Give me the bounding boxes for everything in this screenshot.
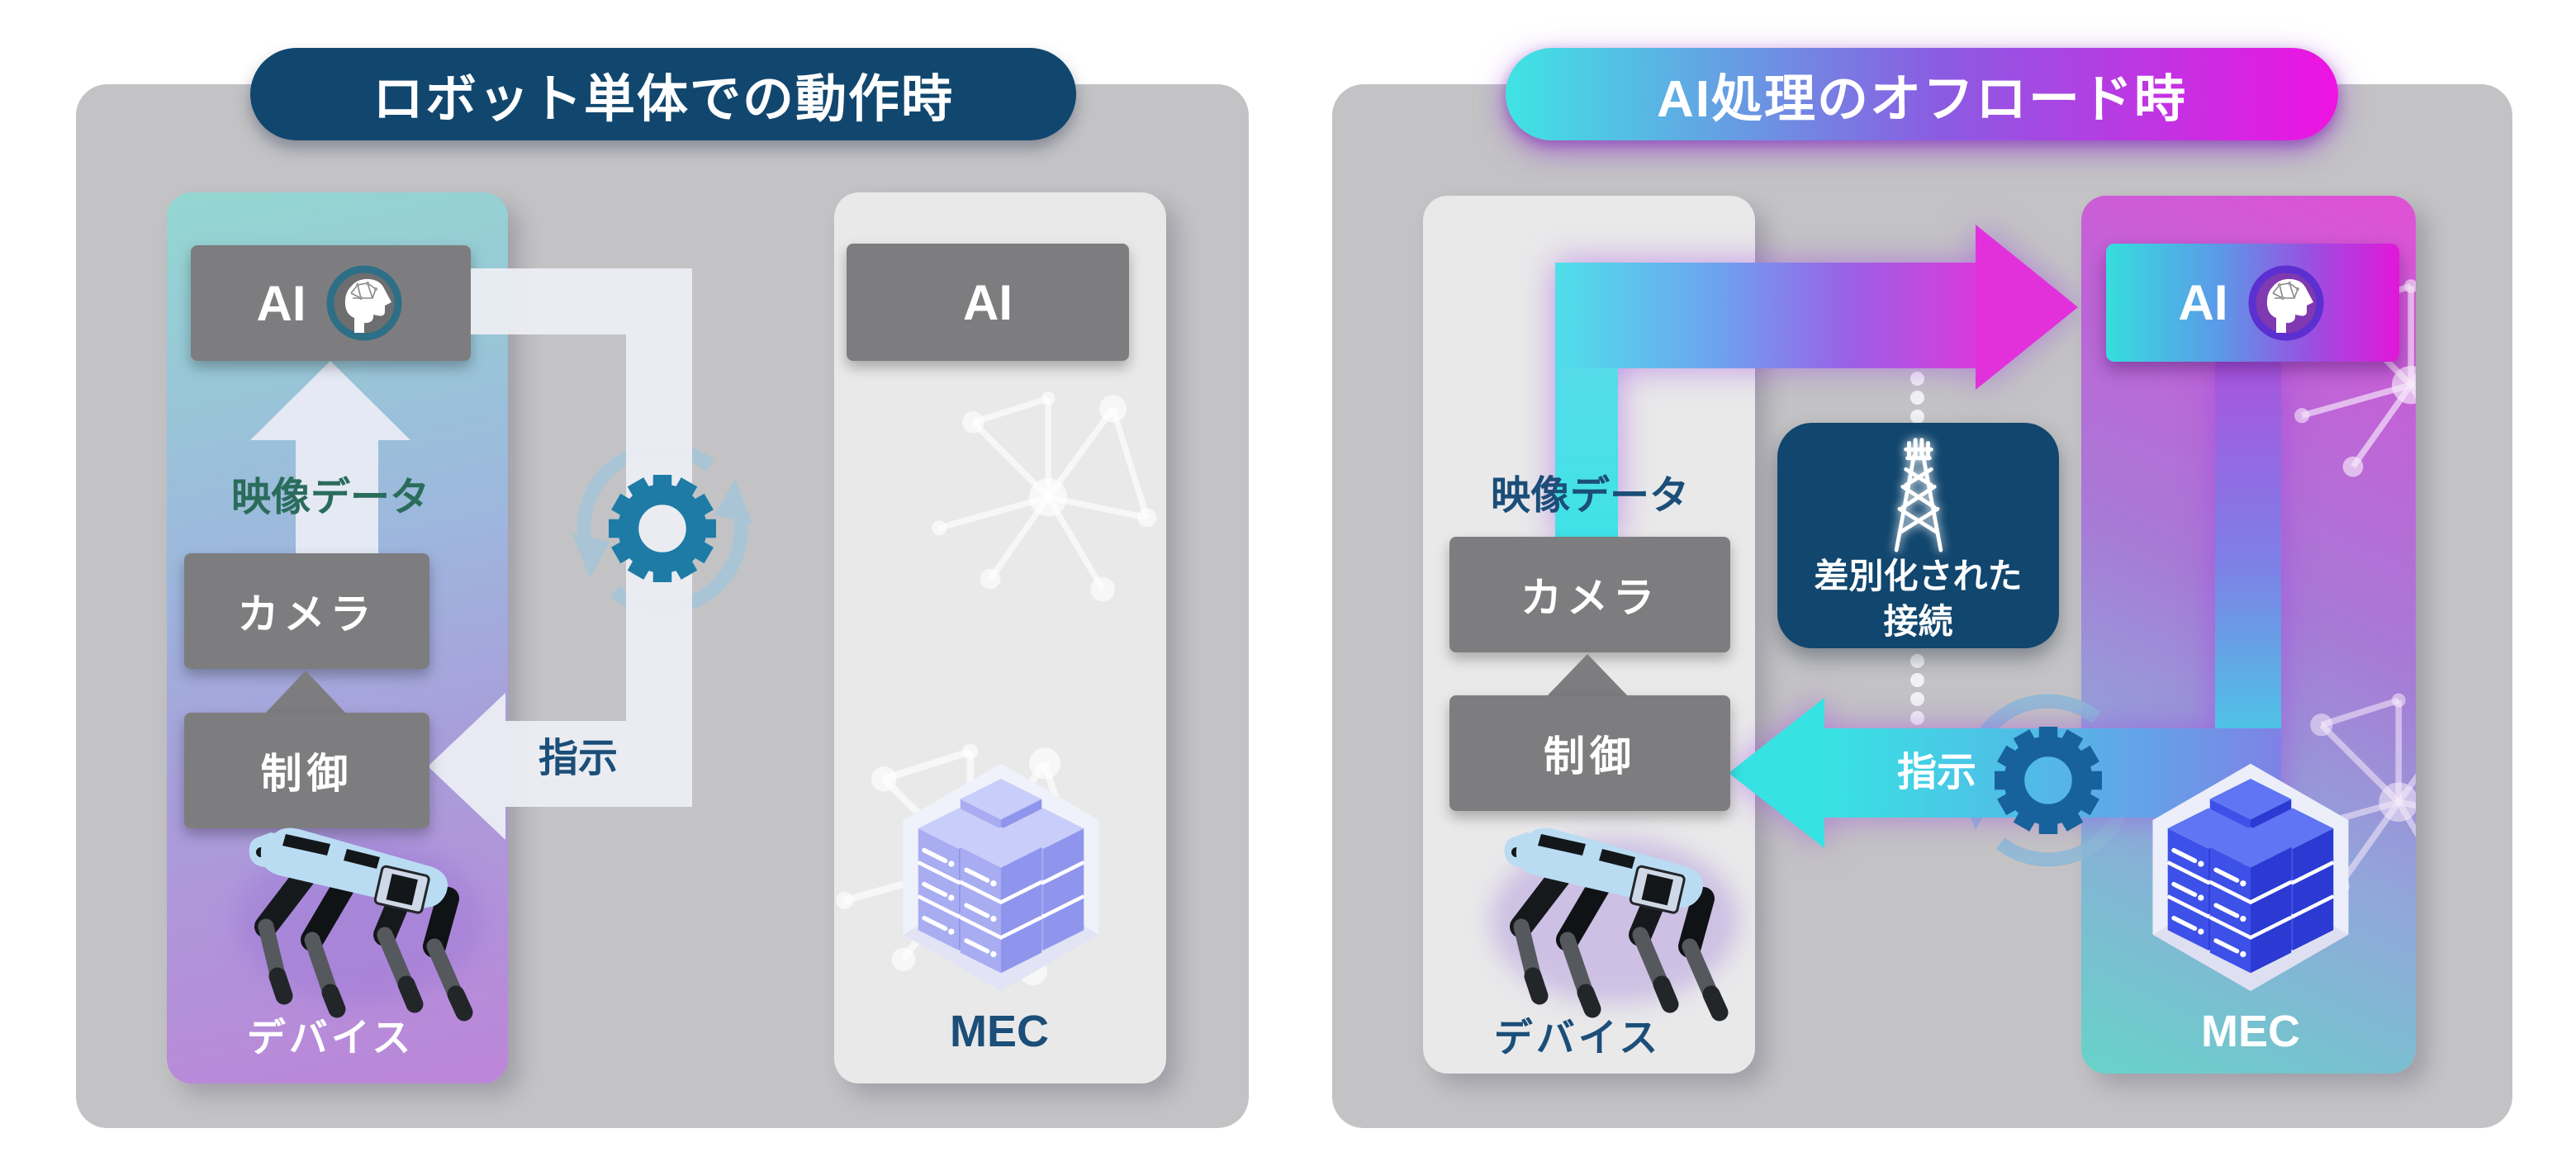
title-offload-text: AI処理のオフロード時 [1656,71,2187,128]
radio-tower-icon [1869,434,1968,553]
instruction-label-right: 指示 [1896,751,1976,794]
ai-box-device-left: AI [191,245,471,361]
title-standalone: ロボット単体での動作時 [250,48,1076,140]
instruction-label-left: 指示 [538,737,618,780]
mec-server-stack-icon [2127,753,2374,1009]
offload-arrow-band [1555,263,1978,368]
ai-box-mec-right: AI [2106,244,2399,362]
device-caption-right: デバイス [1493,1016,1662,1060]
mec-caption-right: MEC [2201,1007,2300,1056]
gear-icon [1986,718,2110,842]
control-box-left: 制御 [184,713,429,828]
ai-brain-head-icon [323,262,406,344]
camera-box-left: カメラ [184,553,429,669]
ai-brain-head-icon [2245,262,2327,344]
connection-text-line2: 接続 [1883,602,1953,641]
robot-dog-icon [1462,801,1767,1024]
offload-arrow-shaft [1555,368,1618,538]
video-data-label-right: 映像データ [1490,474,1689,518]
title-offload: AI処理のオフロード時 [1506,48,2338,140]
ai-box-device-left-label: AI [256,275,306,331]
loop-arrow-bottom [505,721,626,807]
video-data-label-left: 映像データ [230,476,429,519]
network-graph-icon [908,358,1166,630]
return-arrow-shaft [2215,362,2281,728]
mec-caption-left: MEC [950,1007,1049,1056]
control-box-right: 制御 [1449,695,1730,811]
differentiated-connection-box: 差別化された 接続 [1777,423,2059,648]
loop-arrow-top [471,268,626,334]
gear-icon [600,467,724,590]
mec-server-stack-icon [877,753,1125,1009]
robot-dog-icon [206,801,512,1024]
ai-box-mec-left: AI [847,244,1129,361]
connection-text-line1: 差別化された [1814,557,2023,595]
title-standalone-text: ロボット単体での動作時 [372,71,954,128]
video-data-arrow-shaft [296,439,378,553]
device-caption-left: デバイス [246,1016,415,1060]
camera-box-right: カメラ [1449,537,1730,652]
